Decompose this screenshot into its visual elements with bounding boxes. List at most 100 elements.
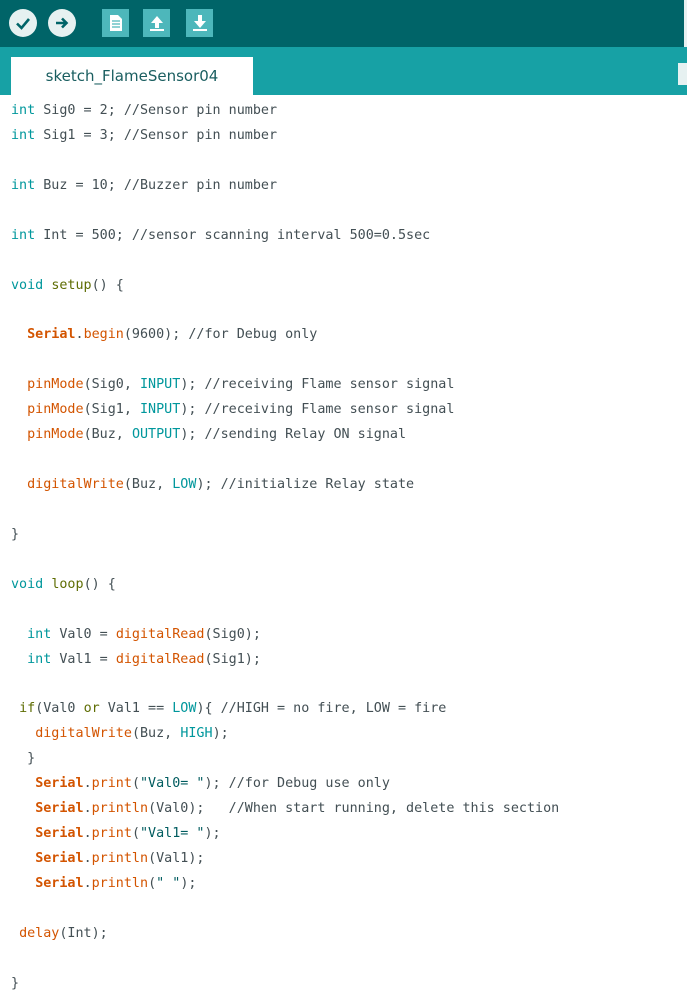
- code-line: Serial.print("Val1= ");: [11, 824, 221, 844]
- serial-monitor-button[interactable]: [684, 0, 687, 47]
- tab-bar: sketch_FlameSensor04: [0, 47, 687, 95]
- code-token: (9600); //for Debug only: [123, 327, 318, 343]
- code-token: .: [83, 850, 92, 866]
- code-token: int: [11, 177, 36, 193]
- code-token: .: [83, 826, 92, 841]
- code-token: INPUT: [140, 377, 181, 393]
- code-line: pinMode(Buz, OUTPUT); //sending Relay ON…: [11, 425, 406, 445]
- code-token: Sig1 = 3; //Sensor pin number: [35, 127, 278, 143]
- code-token: Serial: [35, 850, 84, 866]
- code-token: digitalWrite: [35, 726, 132, 742]
- code-token: (Buz,: [123, 476, 173, 492]
- code-line: delay(Int);: [11, 924, 108, 944]
- code-editor[interactable]: int Sig0 = 2; //Sensor pin number int Sig…: [0, 95, 687, 993]
- code-token: println: [91, 850, 149, 866]
- code-token: .: [75, 327, 84, 343]
- code-token: [11, 826, 35, 841]
- code-token: delay: [19, 925, 60, 941]
- code-line: Serial.begin(9600); //for Debug only: [11, 325, 317, 345]
- code-token: pinMode: [27, 377, 84, 393]
- code-token: ); //sending Relay ON signal: [180, 427, 407, 443]
- code-line: digitalWrite(Buz, HIGH);: [11, 724, 229, 744]
- code-line: int Sig1 = 3; //Sensor pin number: [11, 126, 277, 146]
- code-token: }: [11, 975, 20, 991]
- code-token: Buz = 10; //Buzzer pin number: [35, 177, 278, 193]
- code-token: pinMode: [27, 402, 84, 418]
- verify-button[interactable]: [9, 9, 37, 37]
- code-token: or: [83, 701, 100, 717]
- tab-sketch[interactable]: sketch_FlameSensor04: [11, 57, 253, 95]
- code-token: ); //receiving Flame sensor signal: [180, 377, 455, 393]
- code-token: LOW: [172, 476, 197, 492]
- code-line: }: [11, 974, 19, 994]
- code-token: );: [204, 826, 221, 841]
- code-token: (: [131, 776, 140, 792]
- code-token: LOW: [172, 701, 197, 717]
- code-token: (: [148, 875, 157, 891]
- code-token: pinMode: [27, 427, 84, 443]
- code-token: begin: [83, 327, 124, 343]
- code-token: if: [19, 701, 36, 717]
- code-token: int: [27, 626, 52, 642]
- code-line: void loop() {: [11, 575, 116, 595]
- code-line: int Buz = 10; //Buzzer pin number: [11, 176, 277, 196]
- code-token: );: [212, 726, 229, 742]
- code-line: pinMode(Sig1, INPUT); //receiving Flame …: [11, 400, 454, 420]
- code-token: [11, 477, 27, 492]
- code-token: .: [83, 875, 92, 891]
- code-token: (Sig1);: [204, 651, 261, 667]
- code-token: ); //initialize Relay state: [196, 476, 415, 492]
- code-token: [11, 851, 35, 866]
- code-line: }: [11, 749, 35, 769]
- code-token: (: [131, 826, 140, 841]
- code-line: void setup() {: [11, 276, 124, 296]
- code-token: loop: [51, 576, 84, 592]
- code-token: " ": [156, 875, 181, 891]
- code-token: [11, 427, 27, 442]
- code-token: [11, 327, 27, 342]
- save-button[interactable]: [186, 9, 213, 37]
- upload-button[interactable]: [48, 9, 76, 37]
- code-line: }: [11, 525, 19, 545]
- code-token: print: [91, 776, 132, 792]
- code-token: Serial: [35, 801, 84, 816]
- code-token: int: [11, 227, 36, 243]
- code-token: OUTPUT: [131, 427, 181, 443]
- code-token: println: [91, 801, 149, 816]
- code-token: Serial: [35, 776, 84, 792]
- code-token: [11, 701, 19, 716]
- code-token: ); //receiving Flame sensor signal: [180, 402, 455, 418]
- code-token: "Val1= ": [140, 826, 205, 841]
- code-line: int Sig0 = 2; //Sensor pin number: [11, 101, 277, 121]
- tab-menu-button[interactable]: [678, 63, 687, 85]
- code-token: (Sig1,: [83, 402, 140, 418]
- code-token: );: [180, 875, 197, 891]
- code-token: Serial: [27, 327, 76, 343]
- code-token: Int = 500; //sensor scanning interval 50…: [35, 227, 431, 243]
- code-line: int Val1 = digitalRead(Sig1);: [11, 650, 261, 670]
- code-line: pinMode(Sig0, INPUT); //receiving Flame …: [11, 375, 454, 395]
- new-sketch-button[interactable]: [102, 9, 129, 37]
- code-token: ){ //HIGH = no fire, LOW = fire: [196, 701, 447, 717]
- code-token: setup: [51, 277, 92, 293]
- code-line: int Int = 500; //sensor scanning interva…: [11, 226, 430, 246]
- code-token: void: [11, 576, 44, 592]
- code-token: void: [11, 277, 44, 293]
- code-token: .: [83, 801, 92, 816]
- code-token: digitalWrite: [27, 476, 124, 492]
- document-icon: [109, 15, 122, 31]
- code-token: INPUT: [140, 402, 181, 418]
- code-token: int: [27, 651, 52, 667]
- code-token: [11, 652, 27, 667]
- code-token: (Int);: [59, 925, 108, 941]
- code-line: if(Val0 or Val1 == LOW){ //HIGH = no fir…: [11, 699, 446, 719]
- code-token: digitalRead: [115, 651, 205, 667]
- code-token: [11, 726, 35, 741]
- code-token: (Sig0,: [83, 377, 140, 393]
- code-token: Val1 ==: [99, 701, 173, 717]
- code-token: [11, 377, 27, 392]
- code-token: println: [91, 875, 149, 891]
- code-token: [11, 627, 27, 642]
- open-button[interactable]: [143, 9, 170, 37]
- code-token: print: [91, 826, 132, 841]
